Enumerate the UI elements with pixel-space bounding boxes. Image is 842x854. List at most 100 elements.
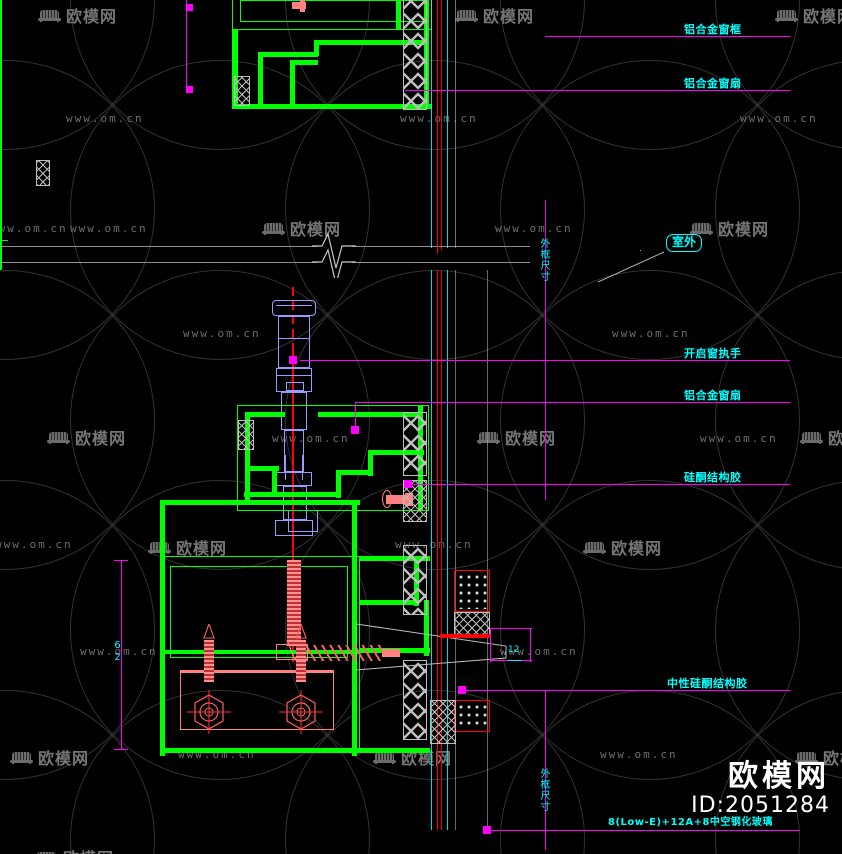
dimension-line — [545, 690, 546, 850]
handle-body — [278, 316, 310, 368]
bolt-head — [203, 624, 215, 639]
dimension-label-frame-top: 外框尺寸 — [538, 238, 549, 282]
profile-line — [368, 450, 373, 476]
profile-line — [424, 600, 429, 656]
profile-line — [318, 412, 418, 417]
profile-line — [360, 556, 430, 561]
glass-line — [447, 0, 448, 248]
profile-line — [258, 52, 263, 108]
bolt-head — [295, 624, 307, 639]
profile-line — [244, 492, 340, 497]
break-line — [0, 262, 318, 263]
sealant-dots — [457, 573, 487, 609]
handle-plate — [275, 520, 313, 536]
leader-line — [487, 830, 800, 831]
hex-nut — [187, 690, 231, 734]
handle-collar — [276, 368, 312, 392]
bolt-end — [382, 649, 400, 657]
handle-line — [278, 338, 310, 339]
leader-elbow — [355, 402, 356, 430]
leader-node — [404, 480, 412, 488]
handle-shaft — [284, 430, 304, 472]
handle-line — [285, 455, 286, 480]
profile-line — [258, 52, 318, 57]
profile-line — [160, 500, 165, 756]
wedge-hatch — [356, 623, 507, 671]
callout-label-glass: 8(Low-E)+12A+8中空钢化玻璃 — [608, 817, 773, 828]
center-line — [292, 282, 294, 352]
brand-name: 欧模网 — [728, 759, 830, 794]
dimension-tick — [508, 660, 522, 661]
glass-line — [437, 270, 438, 830]
sash-profile — [237, 405, 429, 511]
handle-notch — [286, 382, 304, 391]
sealant-dots — [457, 703, 487, 729]
profile-line — [290, 60, 318, 65]
brand-block: 欧模网 ID:2051284 — [691, 760, 830, 818]
glass-line — [455, 270, 456, 830]
glass-line — [441, 270, 442, 830]
dimension-label-frame-bottom: 外框尺寸 — [538, 768, 549, 812]
leader-line — [408, 484, 790, 485]
handle-stem — [281, 392, 307, 430]
sealant-hatch — [403, 412, 427, 476]
leader-node — [351, 426, 359, 434]
dimension-label-12: 12 — [508, 645, 520, 655]
profile-line — [160, 500, 360, 505]
gasket-hatch — [430, 700, 456, 744]
gasket-hatch — [238, 420, 254, 450]
profile-line — [314, 40, 319, 56]
hardware-marker — [292, 2, 306, 9]
tag-leader — [598, 251, 665, 283]
dimension-line — [530, 628, 531, 662]
callout-label: 铝合金窗扇 — [684, 77, 742, 90]
bolt-collar — [276, 644, 308, 660]
bolt-shaft — [204, 640, 214, 682]
profile-line — [0, 240, 8, 241]
break-line — [352, 246, 530, 247]
gasket-hatch — [403, 480, 427, 522]
leader-line — [462, 690, 790, 691]
leader-node — [483, 826, 491, 834]
profile-line — [232, 30, 238, 108]
break-symbol — [312, 232, 356, 278]
glass-line — [431, 270, 432, 830]
screw-shaft — [287, 560, 301, 646]
glass-line — [441, 0, 442, 250]
hardware-marker — [300, 0, 305, 12]
bolt-shaft — [296, 640, 306, 682]
handle-cap — [272, 300, 316, 316]
glass-line — [487, 270, 488, 830]
profile-line — [368, 450, 424, 455]
dimension-line — [490, 628, 491, 662]
handle-line — [276, 305, 312, 306]
glass-line — [431, 0, 432, 248]
glass-line — [455, 0, 456, 248]
profile-line — [360, 600, 418, 605]
room-tag-outdoor: 室外 — [666, 234, 703, 252]
profile-line — [396, 0, 401, 30]
dimension-line — [121, 560, 122, 750]
gasket-hatch — [234, 76, 250, 106]
hex-nut — [279, 690, 323, 734]
profile-line — [314, 40, 426, 45]
hardware-plug — [382, 490, 392, 508]
dimension-line — [545, 200, 546, 500]
leader-line — [355, 402, 790, 403]
sealant-block — [454, 570, 490, 612]
profile-line — [232, 104, 432, 109]
spring-bolt — [306, 645, 384, 661]
sealant-edge — [440, 634, 490, 638]
profile-line — [0, 0, 2, 270]
callout-label: 中性硅酮结构胶 — [667, 677, 748, 690]
break-line — [0, 246, 318, 247]
profile-line — [272, 466, 277, 496]
leader-elbow — [186, 0, 187, 92]
center-line — [292, 352, 294, 662]
profile-line — [352, 500, 357, 756]
leader-line — [405, 90, 790, 91]
gasket-hatch — [36, 160, 50, 186]
leader-line — [300, 360, 790, 361]
